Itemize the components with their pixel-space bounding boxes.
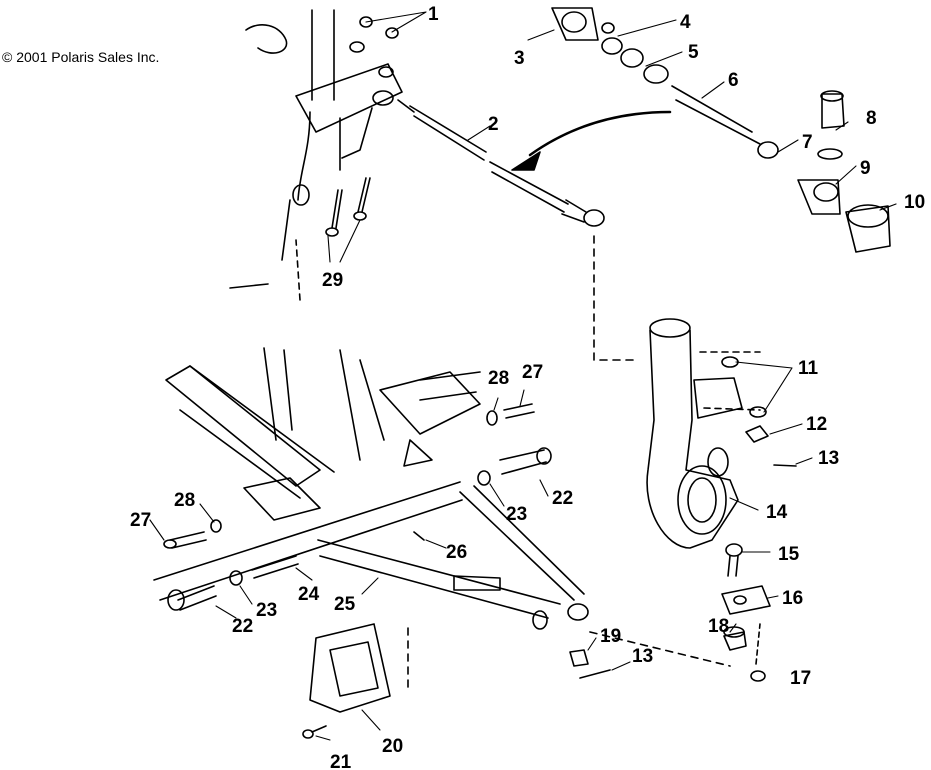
callout-10: 10 [904, 192, 925, 213]
callout-7: 7 [802, 132, 813, 153]
callout-6: 6 [728, 70, 739, 91]
washer-nut-pin [721, 356, 797, 467]
callout-4: 4 [680, 12, 691, 33]
callout-2: 2 [488, 114, 499, 135]
callout-9: 9 [860, 158, 871, 179]
callout-11: 11 [798, 358, 819, 379]
callout-22: 22 [552, 488, 573, 509]
callout-28b: 28 [174, 490, 195, 511]
skid-plate [302, 623, 409, 739]
steering-post-assembly [229, 9, 403, 301]
callout-1: 1 [428, 4, 439, 25]
callout-20: 20 [382, 736, 403, 757]
lower-nut-pin [569, 649, 611, 679]
callout-16: 16 [782, 588, 803, 609]
callout-13: 13 [818, 448, 839, 469]
callout-23: 23 [506, 504, 527, 525]
callout-22b: 22 [232, 616, 253, 637]
callout-28: 28 [488, 368, 509, 389]
callout-3: 3 [514, 48, 525, 69]
callout-8: 8 [866, 108, 877, 129]
frame-section [165, 347, 481, 521]
ball-joint-assembly [589, 543, 771, 682]
lower-a-arm [153, 481, 589, 630]
callout-18: 18 [708, 616, 729, 637]
callout-14: 14 [766, 502, 788, 523]
callout-labels: 1 2 3 4 5 6 7 8 9 10 11 12 13 14 15 16 1… [130, 4, 925, 770]
callout-29: 29 [322, 270, 343, 291]
callout-21: 21 [330, 752, 352, 770]
tie-rod [372, 90, 637, 361]
callout-12: 12 [806, 414, 827, 435]
callout-24: 24 [298, 584, 320, 605]
assembly-arrow [528, 110, 672, 157]
callout-27b: 27 [130, 510, 151, 531]
copyright-notice: © 2001 Polaris Sales Inc. [2, 49, 160, 65]
spindle [646, 318, 761, 549]
callout-13b: 13 [632, 646, 653, 667]
bolt-29-pair [325, 177, 371, 237]
callout-25: 25 [334, 594, 356, 615]
callout-5: 5 [688, 42, 699, 63]
callout-26: 26 [446, 542, 467, 563]
callout-17: 17 [790, 668, 811, 689]
pivot-bushings-bolts [163, 403, 552, 549]
callout-27: 27 [522, 362, 543, 383]
callout-23b: 23 [256, 600, 277, 621]
callout-15: 15 [778, 544, 800, 565]
leader-lines [149, 11, 897, 741]
tie-rod-end-parts [551, 7, 891, 253]
callout-19: 19 [600, 626, 621, 647]
